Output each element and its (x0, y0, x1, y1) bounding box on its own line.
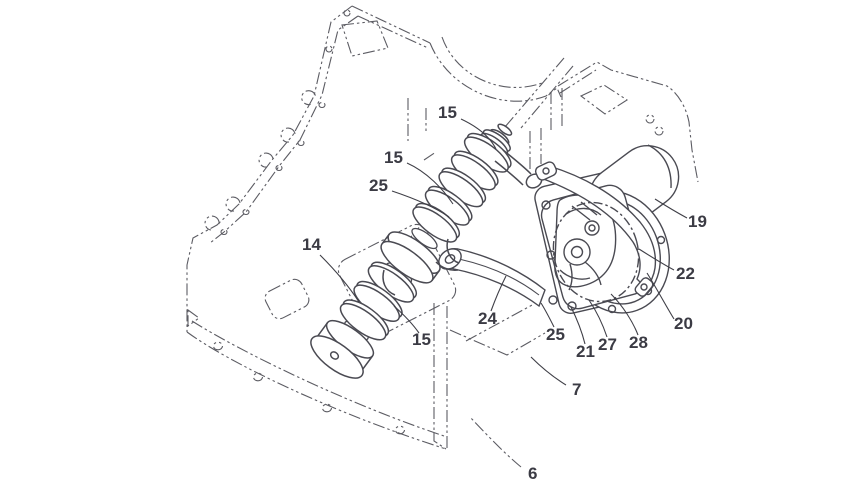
ref-label-15-mid: 15 (384, 148, 403, 167)
ref-label-19: 19 (688, 212, 707, 231)
mounting-bracket (438, 248, 546, 308)
ref-label-21: 21 (576, 342, 595, 361)
ref-label-7: 7 (572, 380, 582, 399)
pitch-circle (552, 201, 640, 303)
ref-label-20: 20 (674, 314, 693, 333)
ref-label-14: 14 (302, 235, 321, 254)
phaser-mechanism (559, 201, 602, 291)
ref-label-25-left: 25 (369, 176, 388, 195)
camshaft (310, 123, 543, 379)
leader-lines (319, 118, 688, 386)
ref-label-15-top: 15 (438, 103, 457, 122)
ref-label-22: 22 (676, 264, 695, 283)
ref-label-15-bottom: 15 (412, 330, 431, 349)
ref-label-27: 27 (598, 335, 617, 354)
ref-label-25-right: 25 (546, 325, 565, 344)
ref-label-24: 24 (478, 309, 497, 328)
ring-bolts (607, 235, 666, 314)
ref-label-28: 28 (629, 333, 648, 352)
ref-label-6: 6 (528, 464, 538, 483)
actuator-assembly (534, 144, 680, 314)
